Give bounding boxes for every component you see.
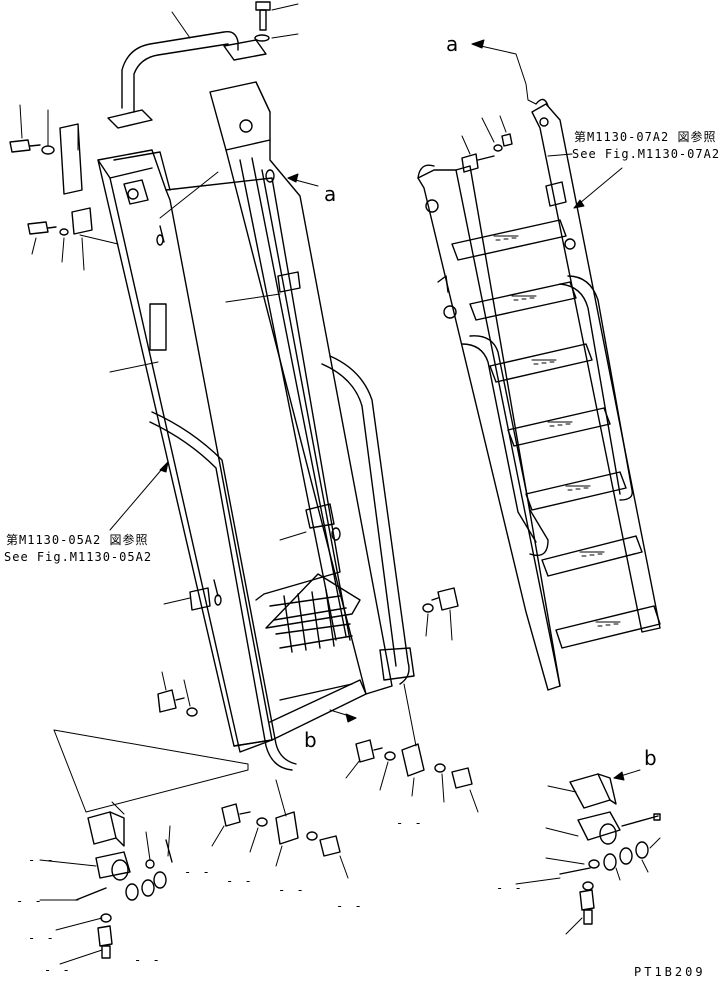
blank-leader-mark: - - (44, 963, 72, 977)
bottom-right-bracket-group (515, 773, 661, 935)
blank-leader-mark: - - (134, 953, 162, 967)
leader-line (171, 11, 191, 39)
callout-b-bottom: b (304, 728, 317, 752)
right-reference-jp: 第M1130-07A2 図参照 (574, 130, 717, 144)
blank-leader-mark: - - (496, 881, 524, 895)
callout-a-mid: a (324, 182, 337, 206)
blank-leader-mark: - - (28, 931, 56, 945)
left-handrail (149, 411, 297, 771)
callout-b-right: b (644, 746, 657, 770)
drawing-code: PT1B209 (634, 965, 706, 979)
left-reference-jp: 第M1130-05A2 図参照 (6, 533, 149, 547)
center-column (209, 81, 393, 695)
center-bottom-hardware (157, 587, 459, 717)
center-handrail (321, 355, 415, 685)
left-reference-en: See Fig.M1130-05A2 (4, 550, 153, 564)
blank-leader-mark: - - (396, 816, 424, 830)
top-bolt (254, 1, 299, 42)
blank-leader-mark: - - (16, 894, 44, 908)
blank-leader-mark: - - (336, 899, 364, 913)
top-handrail (107, 31, 267, 129)
left-bracket-hardware (9, 104, 119, 271)
bottom-center-bracket-group (211, 683, 479, 879)
left-column (97, 149, 273, 753)
ladder-top-bolt (461, 115, 513, 173)
right-ladder (417, 98, 661, 691)
center-panel (165, 177, 367, 747)
blank-leader-mark: - - (184, 865, 212, 879)
callout-a-top: a (446, 32, 459, 56)
blank-leader-mark: - - (28, 853, 56, 867)
callout-arrows (287, 39, 641, 781)
reference-leaders (109, 153, 623, 605)
hanging-pins (189, 579, 222, 611)
blank-leader-mark: - - (278, 883, 306, 897)
blank-leader-mark: - - (226, 874, 254, 888)
right-reference-en: See Fig.M1130-07A2 (572, 147, 721, 161)
bottom-left-bracket-group (39, 729, 249, 965)
